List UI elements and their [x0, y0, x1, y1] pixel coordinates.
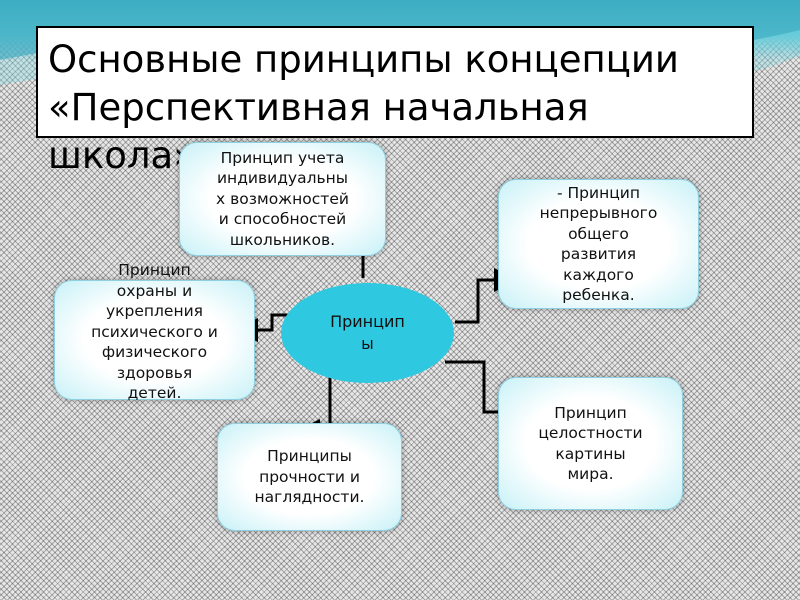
node-strength: Принципы прочности и наглядности. — [217, 423, 402, 531]
node-individual-label: Принцип учета индивидуальны х возможност… — [216, 148, 349, 249]
node-strength-label: Принципы прочности и наглядности. — [254, 447, 365, 507]
node-individual: Принцип учета индивидуальны х возможност… — [179, 142, 386, 256]
center-principles: Принцип ы — [281, 283, 454, 383]
node-health-label: Принцип охраны и укрепления психического… — [91, 261, 218, 403]
node-continuous: - Принцип непрерывного общего развития к… — [498, 179, 699, 309]
node-continuous-label: - Принцип непрерывного общего развития к… — [539, 183, 658, 305]
node-integrity: Принцип целостности картины мира. — [498, 377, 683, 510]
node-integrity-label: Принцип целостности картины мира. — [538, 403, 643, 484]
node-health: Принцип охраны и укрепления психического… — [54, 261, 255, 402]
center-label: Принцип ы — [330, 312, 405, 353]
slide-title: Основные принципы концепции «Перспективн… — [36, 26, 754, 177]
slide-title-text: Основные принципы концепции «Перспективн… — [48, 38, 679, 177]
